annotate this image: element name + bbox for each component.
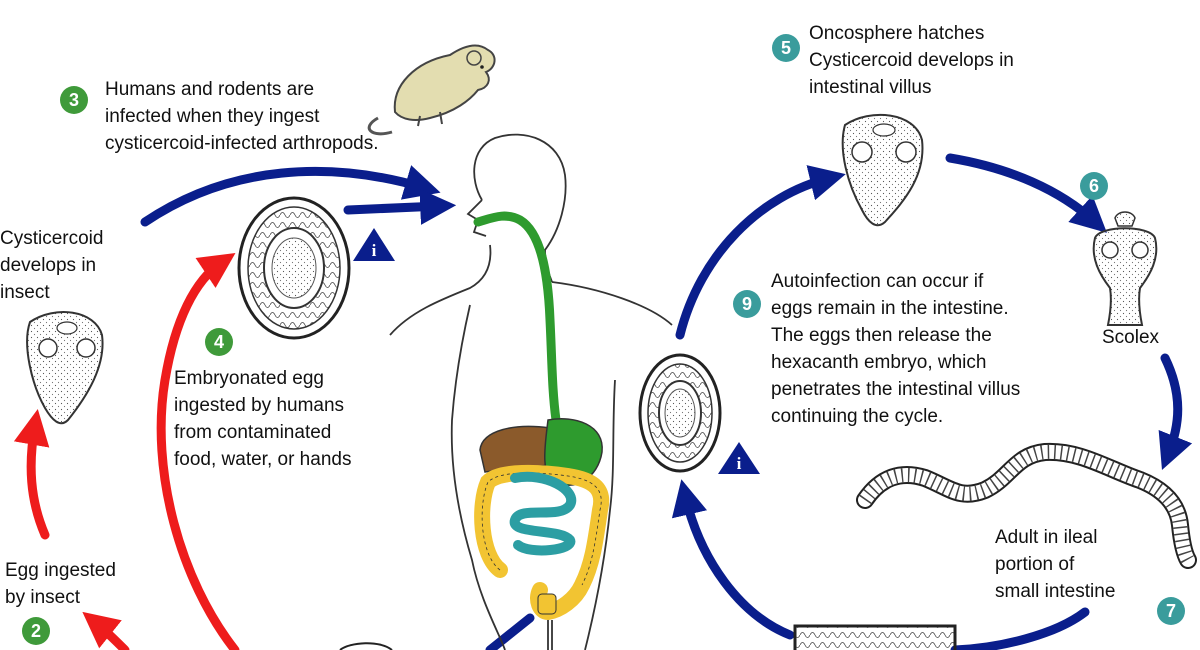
egg-illustration-bottom: [339, 642, 393, 650]
human-body-outline: [389, 133, 673, 650]
step-9-label: Autoinfection can occur if eggs remain i…: [771, 271, 1021, 427]
step-7-label: Adult in ileal portion of small intestin…: [995, 527, 1116, 602]
info-icon-right: i: [718, 442, 760, 474]
arrow-to-scolex: [945, 153, 1107, 233]
arrow-autoinfection: [671, 479, 795, 640]
arrow-red-to-insect: [82, 611, 130, 650]
arrow-red-large: [156, 253, 240, 650]
arrow-adult-to-eggs: [950, 607, 1090, 650]
step-4-badge: 4: [205, 328, 233, 356]
egg-illustration-right: [638, 353, 722, 473]
step-6-badge: 6: [1080, 172, 1108, 200]
small-intestine: [509, 471, 577, 556]
step-4-label: Embryonated egg ingested by humans from …: [174, 368, 352, 470]
step-5-label: Oncosphere hatches Cysticercoid develops…: [809, 23, 1014, 98]
egg-cluster-illustration: [793, 624, 957, 650]
step-5-badge: 5: [772, 34, 800, 62]
info-icon-right-glyph: i: [737, 454, 742, 473]
cysticercoid-illustration-villus: [841, 113, 924, 227]
arrow-to-human-mouth: [140, 165, 441, 227]
step-9-badge: 9: [733, 290, 761, 318]
arrow-bottom-center: [485, 613, 535, 650]
egg-illustration-left: [237, 196, 351, 340]
step-3-badge: 3: [60, 86, 88, 114]
step-7-badge: 7: [1157, 597, 1185, 625]
cysticercoid-insect-label: Cysticercoid develops in insect: [0, 228, 104, 303]
info-icon-left: i: [353, 228, 395, 261]
arrow-red-to-cysticercoid: [13, 409, 50, 540]
large-intestine: [474, 464, 610, 621]
arrow-to-oncosphere: [675, 165, 846, 340]
step-2-label: Egg ingested by insect: [5, 560, 116, 608]
step-3-label: Humans and rodents are infected when the…: [105, 79, 379, 154]
arrow-to-adult: [1158, 353, 1193, 471]
rodent-illustration: [367, 44, 496, 136]
arrow-egg-to-human: [343, 188, 457, 225]
step-2-badge: 2: [22, 617, 50, 645]
scolex-illustration: [1092, 211, 1158, 326]
digestive-tract-illustration: [473, 211, 610, 621]
scolex-label: Scolex: [1102, 327, 1160, 348]
info-icon-left-glyph: i: [372, 241, 377, 260]
cysticercoid-illustration-insect: [26, 311, 104, 425]
adult-worm-illustration: [856, 442, 1197, 569]
